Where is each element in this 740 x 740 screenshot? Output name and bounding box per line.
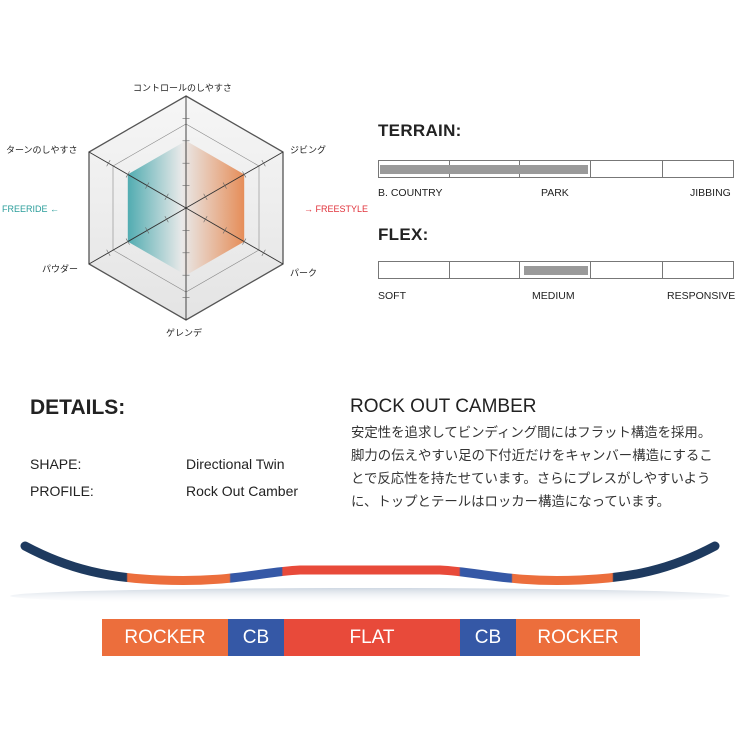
radar-tick — [222, 227, 227, 234]
terrain-scale — [378, 160, 734, 178]
radar-tick — [203, 216, 208, 223]
radar-tick — [222, 182, 227, 189]
board-profile-illustration — [10, 541, 730, 604]
freeride-label: FREERIDE — [2, 204, 48, 214]
radar-spokes — [88, 96, 284, 320]
profile-segment-cb: CB — [460, 619, 516, 656]
spec-shape-value: Directional Twin — [186, 456, 285, 472]
radar-tick — [164, 193, 169, 200]
flex-title: FLEX: — [378, 225, 429, 244]
terrain-label-jibbing: JIBBING — [690, 187, 731, 199]
radar-label-park: パーク — [290, 269, 318, 279]
details-title: DETAILS: — [30, 396, 126, 419]
radar-label-groomer: ゲレンデ — [166, 329, 203, 339]
flex-scale-tick — [519, 262, 520, 278]
terrain-level-bar — [380, 165, 589, 174]
radar-label-control: コントロールのしやすさ — [133, 84, 232, 94]
radar-tick — [106, 249, 111, 256]
spec-profile-key: PROFILE: — [30, 483, 94, 499]
profile-description: 安定性を追求してビンディング間にはフラット構造を採用。脚力の伝えやすい足の下付近… — [351, 426, 713, 510]
profile-segment-flat: FLAT — [284, 619, 460, 656]
snowboard — [20, 541, 720, 585]
radar-tick — [125, 238, 130, 245]
terrain-title: TERRAIN: — [378, 121, 462, 140]
terrain-label-park: PARK — [541, 187, 569, 199]
radar-tick — [203, 193, 208, 200]
board-shadow — [10, 588, 730, 604]
radar-label-turn: ターンのしやすさ — [6, 146, 78, 156]
spec-shape-key: SHAPE: — [30, 456, 82, 472]
radar-label-jibbing: ジビング — [290, 146, 327, 156]
radar-spoke — [88, 151, 187, 209]
arrow-left-icon: ← — [50, 204, 60, 214]
radar-spoke — [185, 207, 284, 265]
profile-title: ROCK OUT CAMBER — [350, 396, 537, 417]
radar-spoke — [88, 207, 187, 265]
terrain-scale-tick — [662, 161, 663, 177]
freestyle-label: FREESTYLE — [315, 204, 369, 214]
radar-spoke — [185, 151, 284, 209]
radar-tick — [106, 160, 111, 167]
radar-tick — [145, 182, 150, 189]
terrain-scale-tick — [590, 161, 591, 177]
flex-scale — [378, 261, 734, 279]
flex-label-responsive: RESPONSIVE — [667, 290, 736, 302]
flex-label-soft: SOFT — [378, 290, 406, 302]
freeride-marker: FREERIDE ← — [2, 204, 59, 214]
spec-profile-value: Rock Out Camber — [186, 483, 299, 499]
radar-tick — [242, 171, 247, 178]
arrow-right-icon: → — [304, 204, 313, 214]
radar-label-powder: パウダー — [42, 265, 79, 275]
radar-tick — [145, 227, 150, 234]
radar-tick — [261, 249, 266, 256]
radar-chart — [88, 95, 284, 321]
radar-tick — [242, 238, 247, 245]
flex-scale-tick — [662, 262, 663, 278]
flex-level-bar — [523, 266, 589, 275]
freestyle-marker: → FREESTYLE — [304, 204, 368, 214]
profile-segment-rocker: ROCKER — [102, 619, 228, 656]
flex-label-medium: MEDIUM — [532, 290, 575, 302]
terrain-label-bcountry: B. COUNTRY — [378, 187, 443, 199]
radar-tick — [125, 171, 130, 178]
radar-tick — [261, 160, 266, 167]
radar-tick — [164, 216, 169, 223]
radar-ticks — [106, 118, 266, 298]
flex-scale-tick — [590, 262, 591, 278]
profile-segment-cb: CB — [228, 619, 284, 656]
profile-segment-rocker: ROCKER — [516, 619, 640, 656]
flex-scale-tick — [449, 262, 450, 278]
